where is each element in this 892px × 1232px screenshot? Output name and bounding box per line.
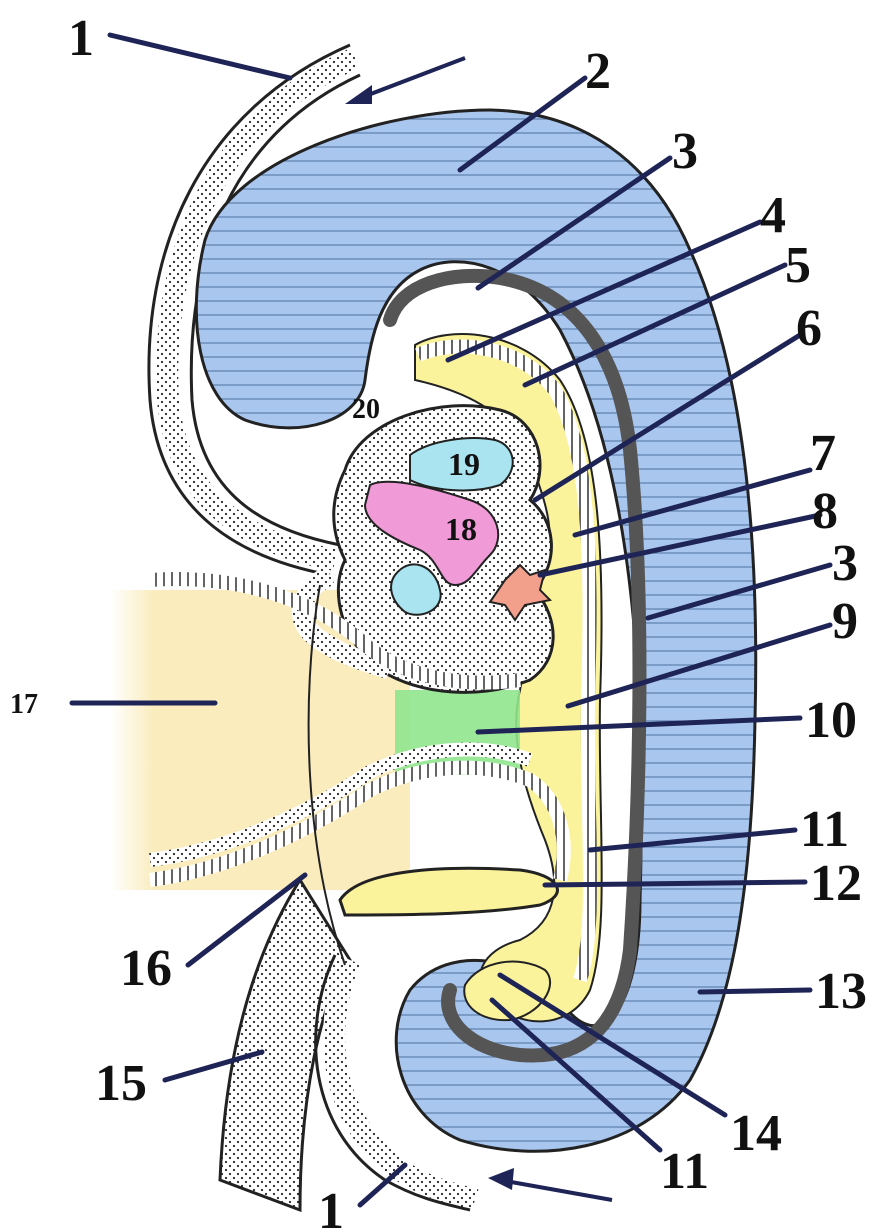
- label-11-bottom: 11: [660, 1143, 709, 1200]
- leader-1-bottom: [360, 1165, 405, 1205]
- label-19: 19: [448, 446, 480, 482]
- leader-13: [700, 990, 810, 992]
- label-10: 10: [805, 692, 857, 749]
- label-3-top: 3: [672, 123, 698, 180]
- label-16: 16: [120, 940, 172, 997]
- label-13: 13: [815, 963, 867, 1020]
- arrow-bottom: [488, 1168, 612, 1200]
- leader-1-top: [110, 35, 290, 78]
- label-7: 7: [810, 425, 836, 482]
- leader-12: [545, 882, 805, 885]
- label-3-mid: 3: [832, 535, 858, 592]
- label-5: 5: [785, 237, 811, 294]
- label-11-right: 11: [800, 801, 849, 858]
- label-4: 4: [760, 187, 786, 244]
- label-2: 2: [585, 43, 611, 100]
- label-20: 20: [352, 394, 380, 425]
- label-12: 12: [810, 855, 862, 912]
- label-14: 14: [730, 1105, 782, 1162]
- label-15: 15: [95, 1055, 147, 1112]
- label-9: 9: [832, 593, 858, 650]
- label-6: 6: [796, 300, 822, 357]
- label-17: 17: [10, 689, 38, 720]
- label-1-bottom: 1: [318, 1183, 344, 1232]
- label-8: 8: [812, 483, 838, 540]
- label-1-top: 1: [68, 10, 94, 67]
- label-18: 18: [445, 511, 477, 547]
- arrow-top: [345, 58, 465, 104]
